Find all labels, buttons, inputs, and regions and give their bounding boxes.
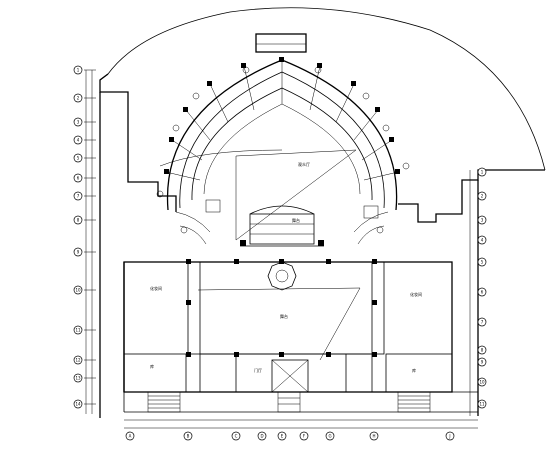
grid-bubble-right: 4 — [477, 235, 487, 245]
grid-bubble-right: 5 — [477, 257, 487, 267]
label-room-left: 化妆间 — [150, 285, 162, 291]
main-block-columns — [186, 259, 377, 357]
label-room-right: 化妆间 — [410, 291, 422, 297]
grid-bubble-left: 2 — [73, 93, 83, 103]
label-stage: 舞台 — [292, 217, 300, 223]
grid-bubble-right: 11 — [477, 399, 487, 409]
svg-text:7: 7 — [481, 319, 484, 324]
svg-text:4: 4 — [481, 237, 484, 242]
svg-text:13: 13 — [75, 375, 81, 380]
grid-bubble-left: 6 — [73, 173, 83, 183]
grid-bubble-left: 12 — [73, 355, 83, 365]
grid-bubble-left: 1 — [73, 65, 83, 75]
grid-bubble-right: 3 — [477, 215, 487, 225]
grid-bubble-left: 9 — [73, 247, 83, 257]
grid-bubble-left: 10 — [73, 285, 83, 295]
arc-annotation-marks — [156, 66, 410, 234]
grid-bubble-bottom: H — [369, 431, 379, 441]
svg-text:F: F — [303, 433, 306, 438]
svg-text:2: 2 — [77, 95, 80, 100]
grid-bubble-right: 10 — [477, 377, 487, 387]
svg-text:5: 5 — [77, 155, 80, 160]
grid-bubble-bottom: E — [277, 431, 287, 441]
grid-bubble-bottom: G — [325, 431, 335, 441]
grid-bubble-left: 13 — [73, 373, 83, 383]
main-hall-block — [123, 261, 453, 393]
grid-bubble-bottom: B — [183, 431, 193, 441]
grid-bubble-bottom: J — [445, 431, 455, 441]
grid-bubble-right: 6 — [477, 287, 487, 297]
svg-text:A: A — [129, 433, 132, 438]
grid-bubble-left: 8 — [73, 215, 83, 225]
label-room-br: 库 — [412, 367, 416, 373]
label-lobby: 门厅 — [254, 367, 262, 373]
grid-bubble-bottom: C — [231, 431, 241, 441]
grid-bubble-bottom: F — [299, 431, 309, 441]
grid-bubble-left: 5 — [73, 153, 83, 163]
grid-bubble-right: 9 — [477, 357, 487, 367]
left-dimension-ticks — [84, 69, 96, 405]
svg-text:3: 3 — [481, 217, 484, 222]
svg-text:14: 14 — [75, 401, 81, 406]
svg-text:3: 3 — [77, 119, 80, 124]
grid-bubble-right: 8 — [477, 345, 487, 355]
grid-bubble-left: 7 — [73, 191, 83, 201]
grid-bubble-bottom: D — [257, 431, 267, 441]
grid-bubble-left: 11 — [73, 325, 83, 335]
svg-text:J: J — [448, 433, 450, 438]
inner-hall — [187, 261, 385, 355]
svg-text:C: C — [235, 433, 238, 438]
grid-bubble-left: 4 — [73, 135, 83, 145]
svg-text:6: 6 — [481, 289, 484, 294]
grid-bubble-left: 3 — [73, 117, 83, 127]
svg-text:2: 2 — [481, 193, 484, 198]
outer-site-arc — [107, 7, 546, 171]
grid-bubble-left: 14 — [73, 399, 83, 409]
svg-text:9: 9 — [481, 359, 484, 364]
auditorium-arcs — [159, 59, 398, 211]
grid-bubble-right: 1 — [477, 167, 487, 177]
top-stage-box — [255, 33, 307, 53]
svg-text:1: 1 — [481, 169, 484, 174]
svg-text:G: G — [328, 433, 331, 438]
left-outer-wall — [99, 73, 177, 212]
hall-floor-lines — [197, 149, 361, 361]
label-room-bl: 库 — [150, 363, 154, 369]
grid-bubble-right: 7 — [477, 317, 487, 327]
label-center: 舞台 — [280, 313, 288, 319]
svg-text:10: 10 — [75, 287, 81, 292]
center-octagon — [267, 261, 297, 291]
svg-text:7: 7 — [77, 193, 80, 198]
side-stair-clusters — [175, 199, 389, 245]
svg-text:10: 10 — [479, 379, 485, 384]
lower-rooms — [123, 353, 453, 393]
svg-text:H: H — [372, 433, 375, 438]
svg-text:12: 12 — [75, 357, 81, 362]
svg-text:4: 4 — [77, 137, 80, 142]
grid-bubble-bottom: A — [125, 431, 135, 441]
svg-text:1: 1 — [77, 67, 80, 72]
svg-text:6: 6 — [77, 175, 80, 180]
svg-text:11: 11 — [479, 401, 485, 406]
svg-text:D: D — [260, 433, 263, 438]
radial-column-lines — [165, 60, 399, 181]
entrance-stairs — [147, 391, 431, 413]
center-stage — [240, 205, 324, 247]
svg-text:E: E — [281, 433, 284, 438]
right-outer-wall — [398, 169, 545, 223]
svg-text:5: 5 — [481, 259, 484, 264]
svg-text:B: B — [187, 433, 190, 438]
arc-columns — [164, 57, 400, 174]
svg-text:9: 9 — [77, 249, 80, 254]
label-hall-top: 观众厅 — [298, 162, 310, 167]
right-grid-bubbles: 1 2 3 4 5 6 7 8 9 10 11 — [477, 167, 487, 409]
svg-text:11: 11 — [75, 327, 81, 332]
svg-text:8: 8 — [481, 347, 484, 352]
svg-text:8: 8 — [77, 217, 80, 222]
grid-bubble-right: 2 — [477, 191, 487, 201]
